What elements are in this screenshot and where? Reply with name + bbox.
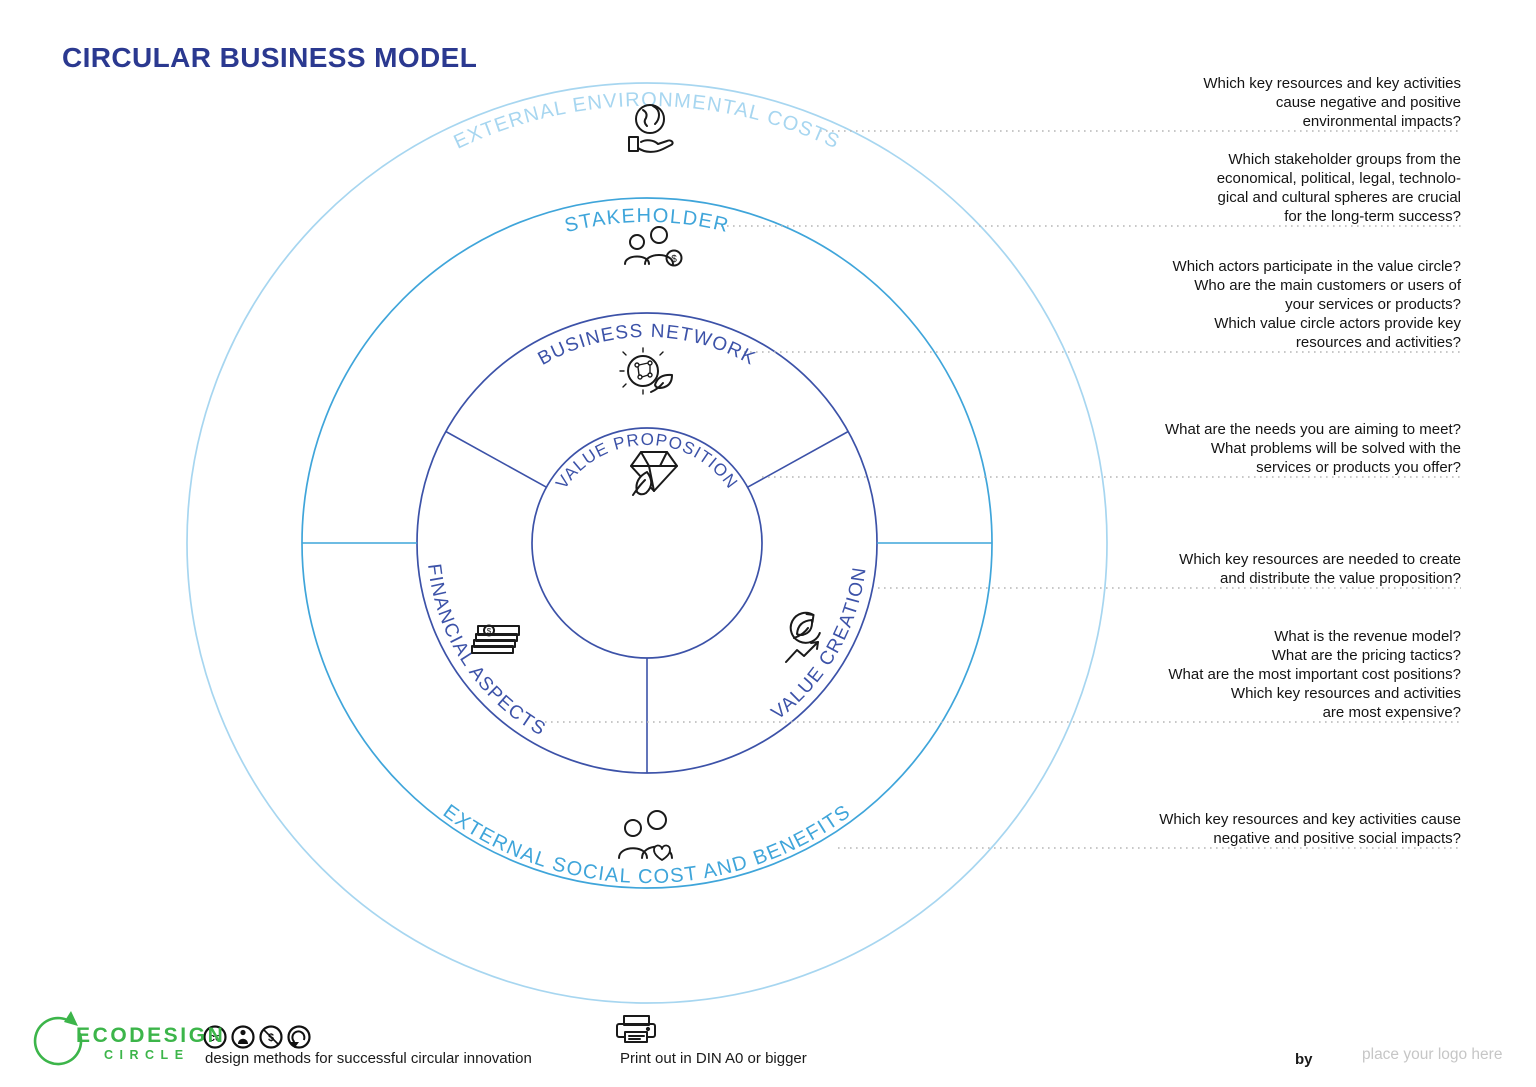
ring-label-external-social-cost-benefits: EXTERNAL SOCIAL COST AND BENEFITS (439, 801, 855, 889)
leaf-cycle-growth-arrow-icon (785, 611, 821, 663)
question-needs-problems: What are the needs you are aiming to mee… (1164, 421, 1461, 476)
print-note: Print out in DIN A0 or bigger (620, 1050, 807, 1067)
cc-icon: cc (203, 1025, 227, 1049)
leader-lines (545, 130, 1461, 849)
svg-text:$: $ (671, 254, 677, 265)
printer-icon (616, 1015, 656, 1043)
hand-holding-earth-icon (628, 104, 674, 153)
brand-name: ECODESIGN (76, 1024, 226, 1047)
ring-label-business-network: BUSINESS NETWORK (535, 321, 760, 370)
logo-placeholder: place your logo here (1362, 1046, 1503, 1063)
by-label: by (1295, 1051, 1313, 1068)
diamond-leaf-icon (630, 451, 678, 496)
brand-subtitle: CIRCLE (104, 1048, 190, 1062)
money-stack-icon: $ (471, 624, 520, 654)
ring-label-external-environmental-costs: EXTERNAL ENVIRONMENTAL COSTS (451, 89, 844, 154)
people-heart-icon (618, 810, 673, 861)
stakeholders-people-coin-icon: $ (624, 226, 683, 267)
svg-text:cc: cc (209, 1032, 221, 1044)
question-value-circle-actors: Which actors participate in the value ci… (1172, 258, 1461, 351)
cc-sa-icon (287, 1025, 311, 1049)
cc-license-icons: cc $ (203, 1025, 311, 1049)
question-revenue-costs: What is the revenue model? What are the … (1168, 628, 1461, 721)
question-stakeholder-groups: Which stakeholder groups from the econom… (1216, 151, 1461, 225)
question-key-resources: Which key resources are needed to create… (1179, 551, 1461, 587)
question-environmental-impacts: Which key resources and key activities c… (1203, 75, 1461, 130)
ecodesign-circle-logo-icon (33, 1011, 83, 1066)
ring-label-value-creation: VALUE CREATION (768, 565, 871, 724)
segment-dividers (302, 430, 992, 773)
svg-text:$: $ (487, 627, 492, 636)
page-title: CIRCULAR BUSINESS MODEL (62, 42, 478, 73)
cc-nc-icon: $ (259, 1025, 283, 1049)
ring-external-environmental (186, 82, 1108, 1004)
license-caption: design methods for successful circular i… (205, 1050, 532, 1067)
cc-by-icon (231, 1025, 255, 1049)
ring-label-stakeholder: STAKEHOLDER (562, 205, 731, 237)
ring-label-financial-aspects: FINANCIAL ASPECTS (423, 563, 550, 741)
question-social-impacts: Which key resources and key activities c… (1159, 811, 1461, 847)
globe-leaf-network-icon (619, 347, 673, 395)
